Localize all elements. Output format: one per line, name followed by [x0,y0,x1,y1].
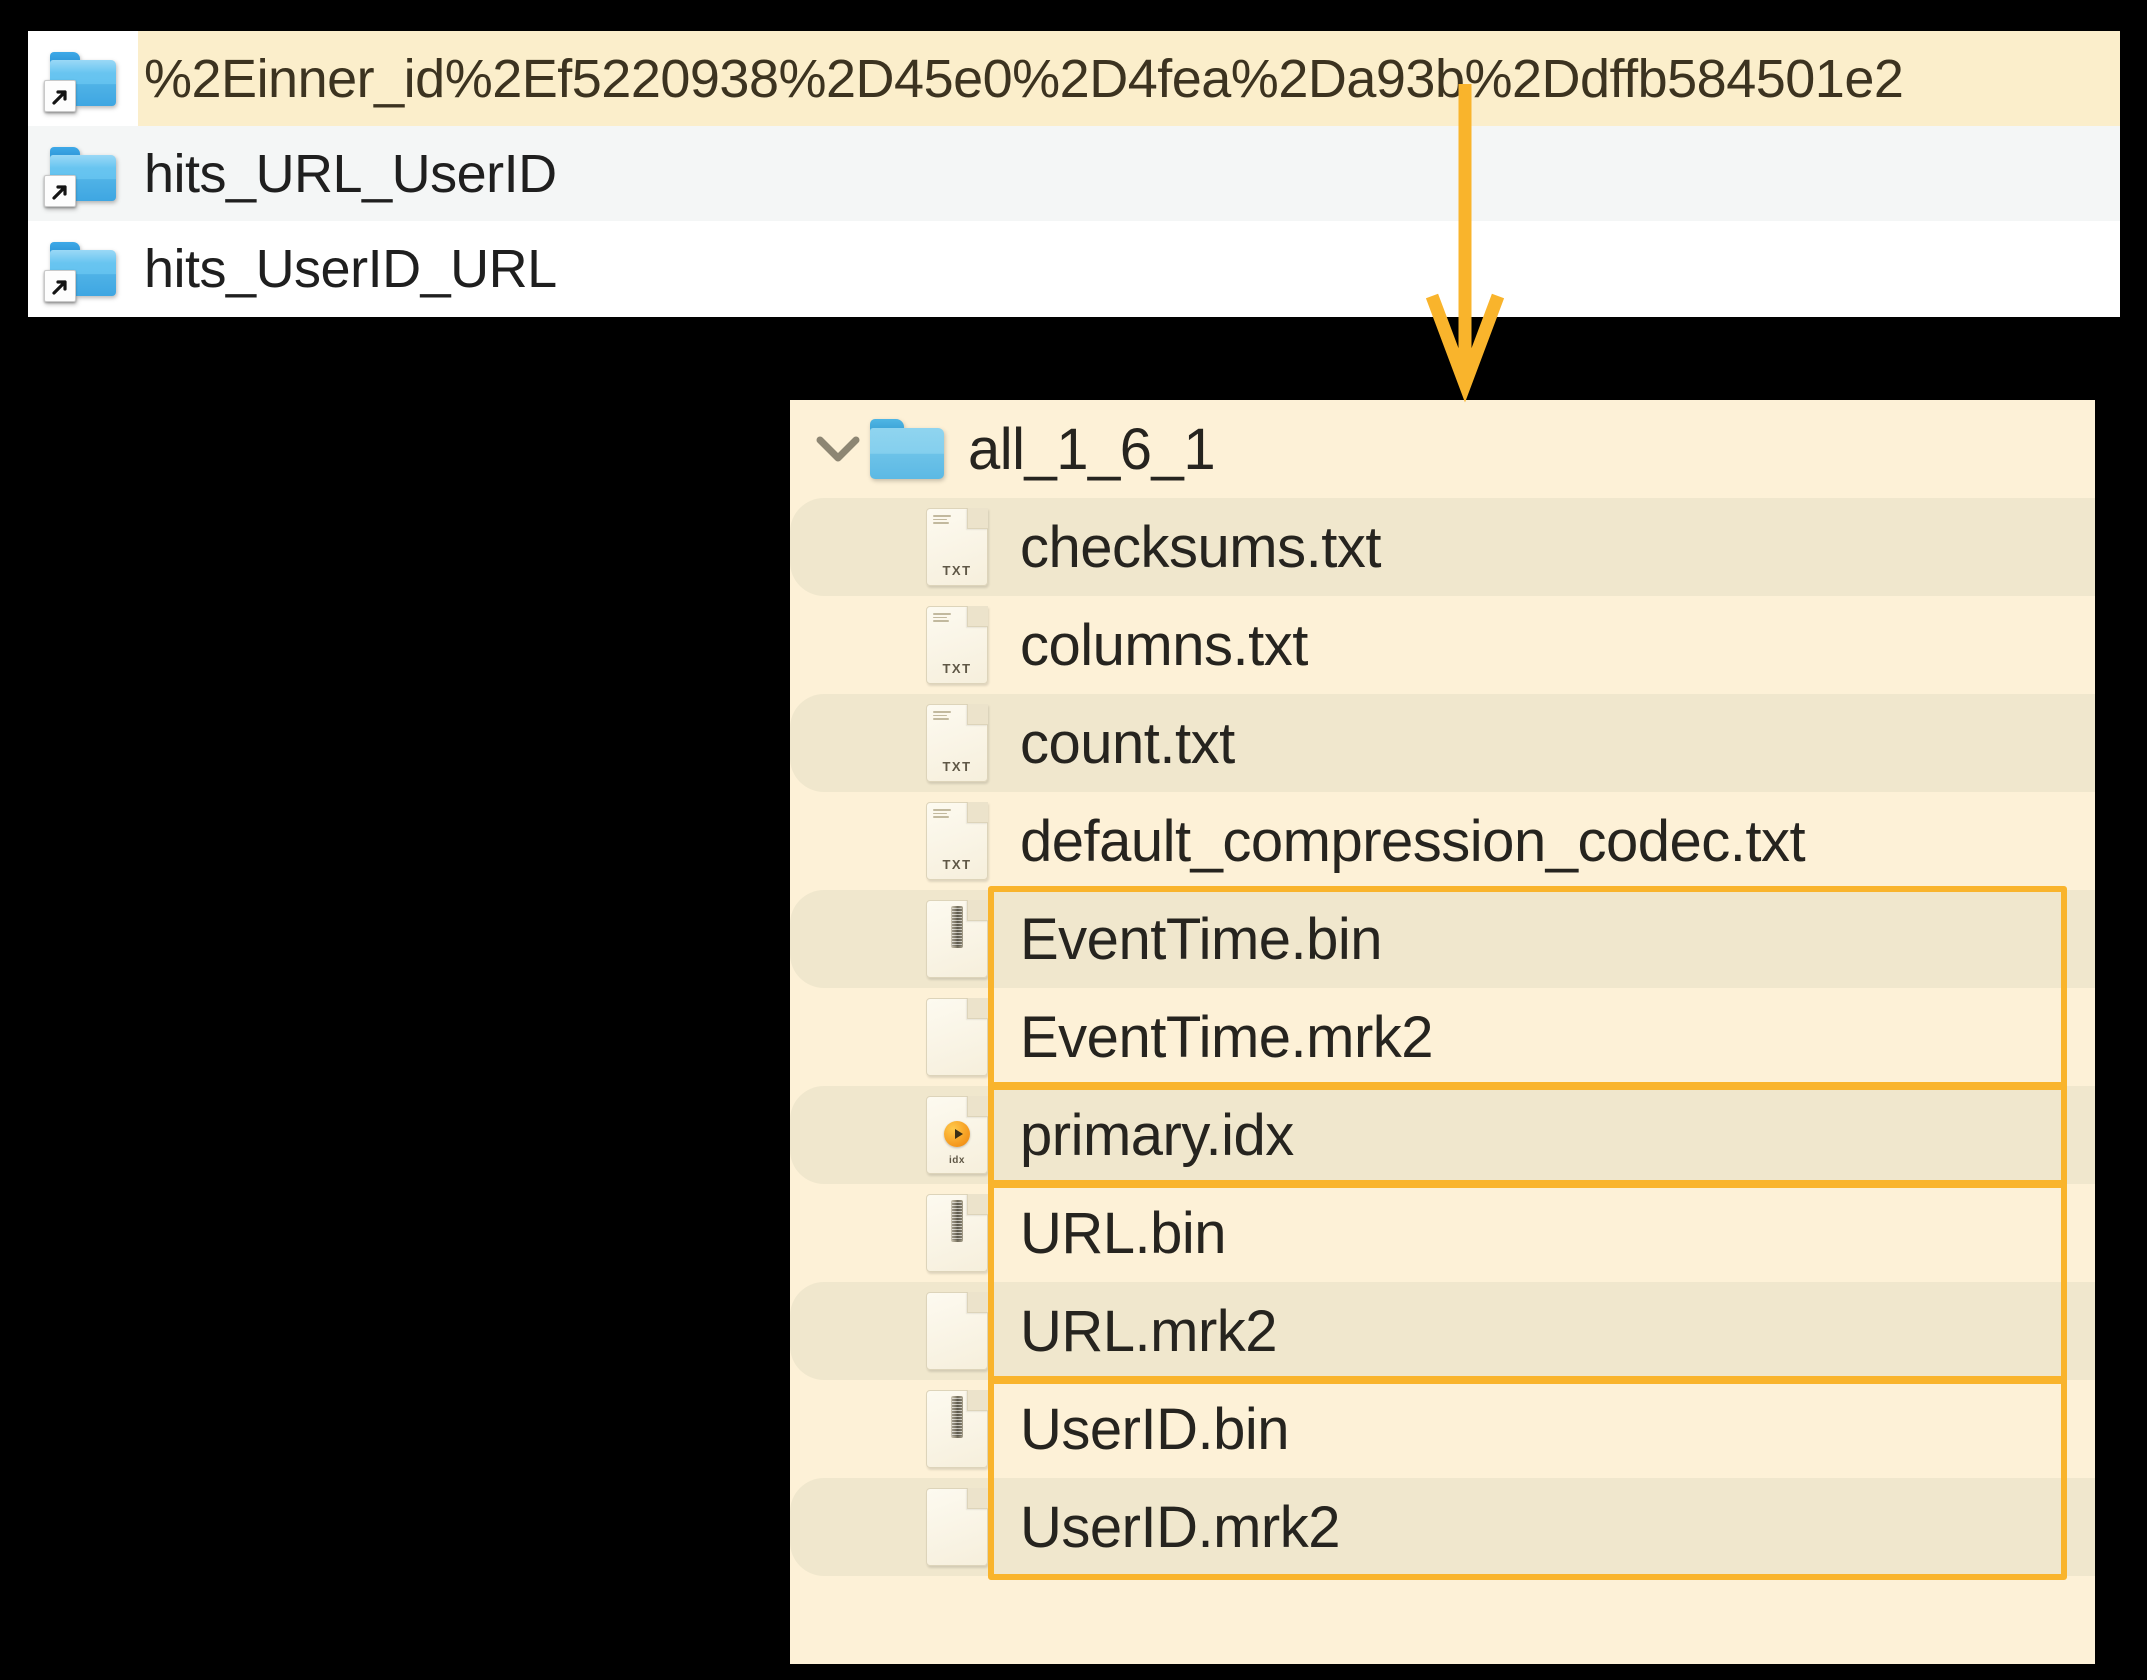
file-icon-cell: TXT [790,802,1002,880]
page-fold [967,508,988,529]
row-stripe [790,1086,2095,1184]
file-type-tag: idx [949,1155,965,1166]
binary-file-icon [926,1194,988,1272]
blank-file-icon [926,998,988,1076]
media-play-icon [944,1121,970,1147]
folder-list-item-label: %2Einner_id%2Ef5220938%2D45e0%2D4fea%2Da… [144,48,1904,109]
doc-lines [933,711,955,721]
file-icon-cell [790,1488,1002,1566]
page-fold [967,998,988,1019]
file-list-item[interactable]: UserID.mrk2 [790,1478,2095,1576]
shortcut-arrow-icon [44,174,76,207]
folder-list-item[interactable]: hits_UserID_URL [28,221,2120,316]
row-highlight [138,31,2120,126]
file-list-item[interactable]: EventTime.mrk2 [790,988,2095,1086]
file-icon-cell: TXT [790,508,1002,586]
folder-shortcut-icon [28,31,138,126]
file-name-label: columns.txt [1020,612,1308,678]
row-stripe [790,890,2095,988]
file-list-item[interactable]: EventTime.bin [790,890,2095,988]
txt-file-icon: TXT [926,704,988,782]
binary-file-icon [926,1390,988,1468]
file-type-tag: TXT [942,563,972,578]
folder-shortcut-icon [28,221,138,316]
file-icon-cell [790,1194,1002,1272]
row-stripe [790,1282,2095,1380]
row-stripe [790,694,2095,792]
page-fold [967,1488,988,1509]
row-stripe [790,498,2095,596]
file-icon-cell [790,1390,1002,1468]
page-fold [967,1292,988,1313]
index-file-icon: idx [926,1096,988,1174]
file-name-label: count.txt [1020,710,1235,776]
blank-file-icon [926,1292,988,1370]
zip-strip-icon [951,906,963,948]
page-fold [967,606,988,627]
file-icon-cell [790,998,1002,1076]
file-type-tag: TXT [942,857,972,872]
folder-list-item-label: hits_URL_UserID [144,143,557,204]
doc-lines [933,515,955,525]
chevron-down-icon[interactable] [812,435,864,463]
doc-lines [933,809,955,819]
file-list-item[interactable]: TXT columns.txt [790,596,2095,694]
file-name-label: default_compression_codec.txt [1020,808,1806,874]
txt-file-icon: TXT [926,508,988,586]
folder-icon [870,419,944,479]
blank-file-icon [926,1488,988,1566]
file-icon-cell [790,1292,1002,1370]
zip-strip-icon [951,1396,963,1438]
shortcut-arrow-icon [44,269,76,302]
folder-icon [44,146,116,207]
page-fold [967,1390,988,1411]
file-name-label: primary.idx [1020,1102,1294,1168]
file-list-item[interactable]: URL.bin [790,1184,2095,1282]
file-icon-cell: TXT [790,606,1002,684]
file-name-label: URL.mrk2 [1020,1298,1278,1364]
file-list-item[interactable]: TXT default_compression_codec.txt [790,792,2095,890]
file-name-label: EventTime.mrk2 [1020,1004,1434,1070]
binary-file-icon [926,900,988,978]
page-fold [967,704,988,725]
file-icon-cell [790,900,1002,978]
file-list-item[interactable]: URL.mrk2 [790,1282,2095,1380]
page-fold [967,1194,988,1215]
page-fold [967,1096,988,1117]
file-name-label: EventTime.bin [1020,906,1383,972]
txt-file-icon: TXT [926,802,988,880]
folder-header-row[interactable]: all_1_6_1 [790,400,2095,498]
folder-list-item[interactable]: hits_URL_UserID [28,126,2120,221]
file-list-item[interactable]: TXT count.txt [790,694,2095,792]
page-fold [967,802,988,823]
zip-strip-icon [951,1200,963,1242]
file-type-tag: TXT [942,661,972,676]
folder-name-label: all_1_6_1 [968,416,1216,482]
folder-shortcut-icon [28,126,138,221]
part-directory-panel: all_1_6_1 TXT checksums.txt TXT columns.… [790,400,2095,1664]
file-type-tag: TXT [942,759,972,774]
symlink-folder-list-panel: %2Einner_id%2Ef5220938%2D45e0%2D4fea%2Da… [28,31,2120,317]
doc-lines [933,613,955,623]
file-list-item[interactable]: UserID.bin [790,1380,2095,1478]
file-list-item[interactable]: TXT checksums.txt [790,498,2095,596]
file-icon-cell: idx [790,1096,1002,1174]
shortcut-arrow-icon [44,79,76,112]
page-fold [967,900,988,921]
file-name-label: URL.bin [1020,1200,1227,1266]
file-list-item[interactable]: idx primary.idx [790,1086,2095,1184]
txt-file-icon: TXT [926,606,988,684]
folder-icon [44,241,116,302]
file-name-label: UserID.mrk2 [1020,1494,1340,1560]
row-stripe [790,1478,2095,1576]
file-name-label: checksums.txt [1020,514,1381,580]
folder-list-item-label: hits_UserID_URL [144,238,557,299]
folder-list-item[interactable]: %2Einner_id%2Ef5220938%2D45e0%2D4fea%2Da… [28,31,2120,126]
file-name-label: UserID.bin [1020,1396,1289,1462]
file-icon-cell: TXT [790,704,1002,782]
folder-icon [44,51,116,112]
